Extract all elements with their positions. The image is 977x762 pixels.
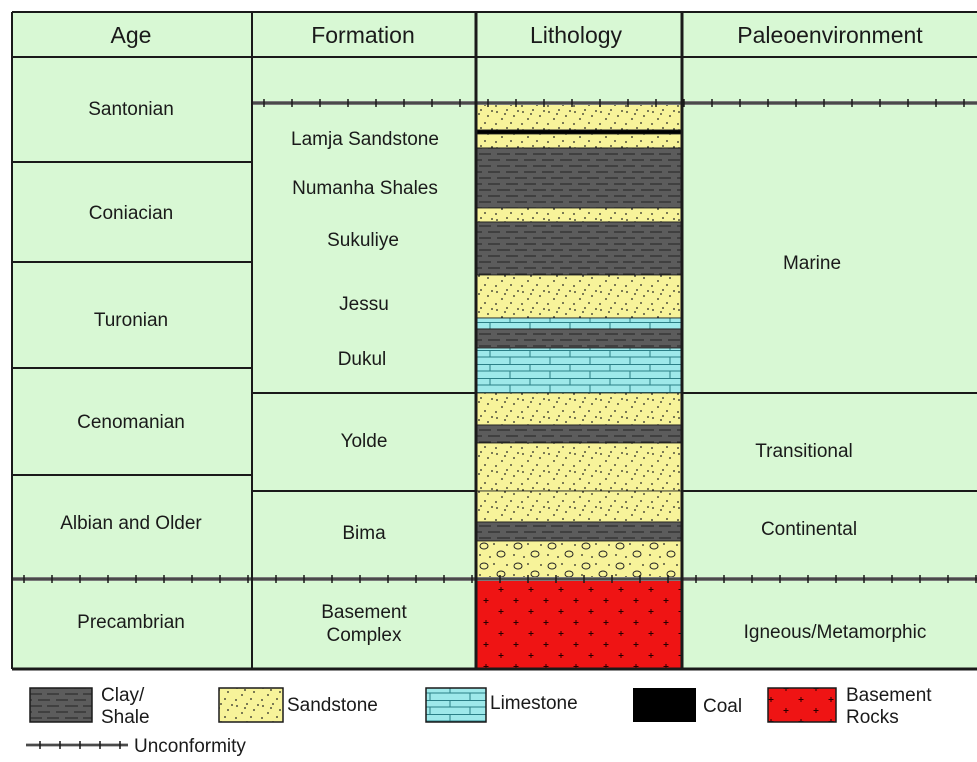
- age-label: Albian and Older: [60, 513, 202, 534]
- formation-label: Numanha Shales: [292, 178, 438, 199]
- lithology-layer-basement: [477, 580, 681, 669]
- lithology-layer-shale: [477, 425, 681, 443]
- age-label: Santonian: [88, 99, 174, 120]
- legend-swatch-basement: [768, 688, 836, 722]
- legend-swatch-sandstone: [219, 688, 283, 722]
- header-lithology: Lithology: [530, 22, 623, 48]
- legend-swatch-unconformity: [26, 741, 128, 749]
- lithology-layer-sandstone: [477, 275, 681, 318]
- lithology-layer-limestone: [477, 318, 681, 329]
- legend-swatch-coal: [633, 688, 696, 722]
- lithology-layer-coal: [477, 130, 681, 134]
- lithology-layer-sandstone: [477, 393, 681, 425]
- formation-label: Jessu: [339, 294, 389, 315]
- age-label: Coniacian: [89, 203, 174, 224]
- lithology-layer-limestone: [477, 348, 681, 393]
- lithology-layer-sandstone: [477, 443, 681, 491]
- lithology-layer-sandstone: [477, 104, 681, 130]
- formation-label: Bima: [342, 523, 386, 544]
- lithology-layer-conglomerate: [477, 541, 681, 580]
- legend-swatch-shale: [30, 688, 92, 722]
- lithology-layer-shale: [477, 148, 681, 208]
- legend-label-rocks: Rocks: [846, 707, 899, 728]
- header-age: Age: [111, 22, 152, 48]
- legend-swatch-limestone: [426, 688, 486, 722]
- legend-label-clay: Clay/: [101, 685, 145, 706]
- environment-label: Continental: [761, 519, 857, 540]
- legend: Clay/ Shale Sandstone Limestone Coal Bas…: [26, 685, 932, 757]
- formation-label: Yolde: [341, 431, 388, 452]
- lithology-layer-shale: [477, 329, 681, 348]
- formation-label: Lamja Sandstone: [291, 129, 439, 150]
- lithology-layer-shale: [477, 222, 681, 275]
- formation-label-line2: Complex: [327, 625, 402, 646]
- legend-label-basement: Basement: [846, 685, 932, 706]
- header-formation: Formation: [311, 22, 415, 48]
- age-label: Cenomanian: [77, 412, 185, 433]
- legend-label-sandstone: Sandstone: [287, 695, 378, 716]
- environment-label: Transitional: [755, 441, 853, 462]
- lithology-layer-sandstone: [477, 134, 681, 148]
- age-label: Turonian: [94, 310, 168, 331]
- lithology-layer-sandstone: [477, 491, 681, 522]
- header-paleoenvironment: Paleoenvironment: [737, 22, 923, 48]
- environment-label: Marine: [783, 253, 841, 274]
- environment-label: Igneous/Metamorphic: [744, 622, 927, 643]
- legend-label-shale: Shale: [101, 707, 150, 728]
- legend-label-unconformity: Unconformity: [134, 736, 246, 757]
- age-label: Precambrian: [77, 612, 185, 633]
- formation-label: Sukuliye: [327, 230, 399, 251]
- lithology-column: [477, 104, 681, 669]
- legend-label-coal: Coal: [703, 696, 742, 717]
- legend-label-limestone: Limestone: [490, 693, 578, 714]
- lithology-layer-shale: [477, 522, 681, 541]
- lithology-layer-sandstone: [477, 208, 681, 222]
- formation-label: Basement: [321, 602, 407, 623]
- formation-label: Dukul: [338, 349, 387, 370]
